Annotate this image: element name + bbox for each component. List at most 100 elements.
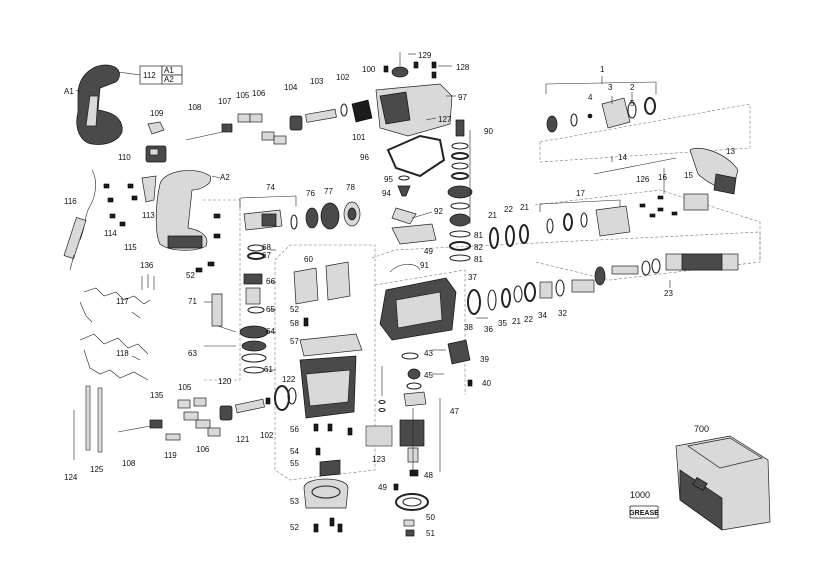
label-36: 36: [484, 325, 493, 334]
screws-16-126: [639, 195, 678, 218]
label-135: 135: [150, 391, 164, 400]
label-81a: 81: [474, 231, 483, 240]
label-71: 71: [188, 297, 197, 306]
label-4: 4: [588, 93, 593, 102]
label-13: 13: [726, 147, 735, 156]
label-105b: 105: [178, 383, 192, 392]
label-123: [365, 425, 393, 447]
label-22b: 22: [524, 315, 533, 324]
parts-54-55: [315, 447, 341, 477]
part-51: [403, 519, 415, 537]
label-A1-box: A1: [164, 66, 174, 75]
label-65: 65: [266, 305, 275, 314]
label-95: 95: [384, 175, 393, 184]
label-119: 119: [164, 451, 177, 460]
label-77: 77: [324, 187, 333, 196]
label-107: 107: [218, 97, 232, 106]
part-109: [147, 121, 165, 135]
label-34: 34: [538, 311, 547, 320]
grease-tube-1000: GREASE: [629, 505, 659, 519]
bearing-120: [219, 405, 233, 421]
gear-group-74: [239, 195, 361, 231]
label-1000: 1000: [630, 490, 650, 500]
armature-47: [399, 352, 427, 477]
seal-122: [265, 385, 297, 411]
label-126: 126: [636, 175, 650, 184]
stator-housing: [299, 355, 357, 419]
label-105a: 105: [236, 91, 250, 100]
label-94: 94: [382, 189, 391, 198]
ring-102-upper: [340, 103, 348, 117]
label-118: 118: [116, 349, 129, 358]
label-127: 127: [438, 115, 452, 124]
label-125: 125: [90, 465, 104, 474]
label-78: 78: [346, 183, 355, 192]
label-A2-box: A2: [164, 75, 174, 84]
label-52a: 52: [186, 271, 195, 280]
leader-lines: [131, 53, 671, 472]
pins-136: [141, 274, 155, 290]
sleeve-15: [683, 193, 709, 211]
label-129: 129: [418, 51, 432, 60]
label-82: 82: [474, 243, 483, 252]
screws-56: [313, 423, 353, 436]
carry-case-700: [675, 435, 771, 531]
side-handle-13: [689, 147, 739, 195]
part-113: [141, 175, 157, 203]
label-53: 53: [290, 497, 299, 506]
spindle-23: [611, 253, 739, 276]
part-49-low: [393, 483, 399, 491]
wire-117: [79, 287, 151, 323]
handle-housing-A1: [76, 64, 123, 145]
label-A2: A2: [220, 173, 230, 182]
rings-81-82: [449, 230, 471, 262]
label-21c: 21: [512, 317, 521, 326]
parts-37-36-35: [467, 282, 536, 315]
label-106b: 106: [196, 445, 210, 454]
gear-housing-97: [375, 52, 453, 137]
switch-110: [145, 145, 167, 163]
label-106a: 106: [252, 89, 266, 98]
label-120: 120: [218, 377, 232, 386]
label-43: 43: [424, 349, 433, 358]
label-91: 91: [420, 261, 429, 270]
label-22a: 22: [504, 205, 513, 214]
label-16: 16: [658, 173, 667, 182]
label-63: 63: [188, 349, 197, 358]
gasket-96: [386, 134, 446, 178]
part-92: [391, 207, 437, 245]
label-5: 5: [630, 99, 635, 108]
label-60: 60: [304, 255, 313, 264]
screws-52-left: [195, 213, 221, 273]
label-66: 66: [266, 277, 275, 286]
label-45: 45: [424, 371, 433, 380]
label-117: 117: [116, 297, 129, 306]
tube-121: [235, 398, 265, 414]
parts-94-95: [397, 175, 411, 197]
label-101: 101: [352, 133, 366, 142]
label-38: 38: [464, 323, 473, 332]
screws-52-bottom: [313, 517, 343, 533]
label-47: 47: [450, 407, 459, 416]
fan-cover-53: [303, 478, 349, 509]
label-14: 14: [618, 153, 627, 162]
field-60: [293, 261, 351, 305]
label-58: 58: [290, 319, 299, 328]
label-112: 112: [143, 71, 156, 80]
wire-118: [79, 333, 149, 381]
part-34-32: [539, 266, 606, 299]
group-outlines: [203, 103, 761, 481]
label-121: 121: [236, 435, 250, 444]
label-108a: 108: [188, 103, 202, 112]
label-68: 68: [262, 243, 271, 252]
clutch-stack-61-71: [211, 244, 269, 374]
label-109: 109: [150, 109, 164, 118]
label-40: 40: [482, 379, 491, 388]
label-123: 123: [372, 455, 386, 464]
label-92: 92: [434, 207, 443, 216]
label-96: 96: [360, 153, 369, 162]
part-number-labels: 1 2 3 4 5 13 14 15 16 17 21 21 21 22 22 …: [64, 51, 735, 538]
rod-108-upper: [185, 123, 233, 141]
